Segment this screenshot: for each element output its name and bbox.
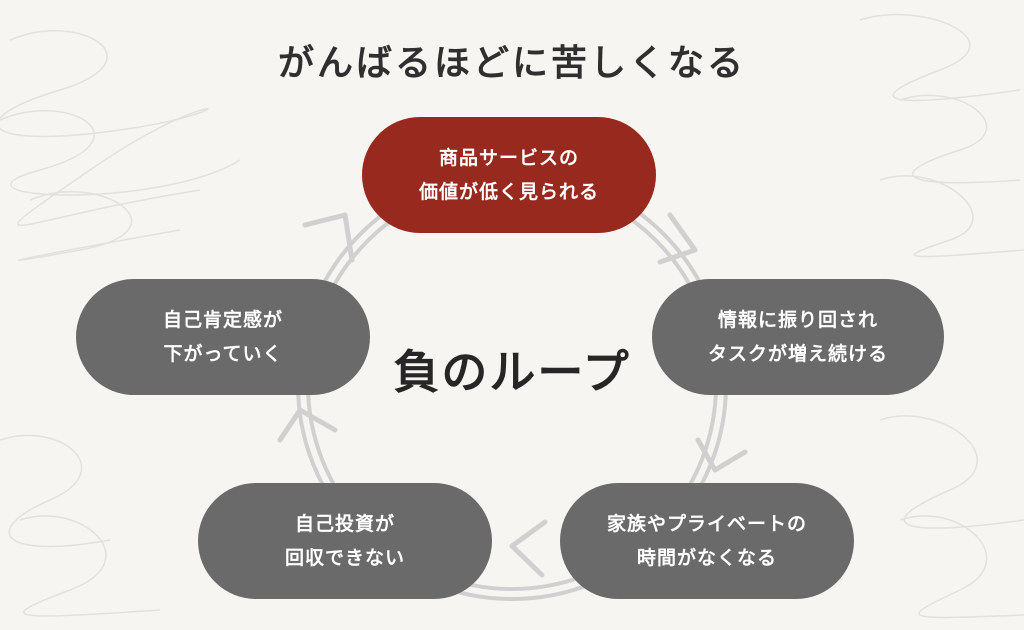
node-bottom-left: 自己投資が 回収できない	[198, 483, 492, 599]
loop-arrow-top-left	[302, 212, 355, 263]
node-right-line-2: タスクが増え続ける	[707, 343, 888, 365]
node-left-line-1: 自己肯定感が	[162, 309, 283, 331]
loop-arrow-right	[695, 437, 748, 473]
center-label: 負のループ	[393, 345, 631, 399]
node-bottom-left-line-2: 回収できない	[284, 547, 405, 569]
node-right-line-1: 情報に振り回され	[717, 309, 878, 331]
loop-arrow-bottom	[509, 519, 548, 578]
node-bottom-right-line-1: 家族やプライベートの	[606, 513, 807, 535]
node-left-line-2: 下がっていく	[163, 343, 283, 365]
node-top: 商品サービスの 価値が低く見られる	[362, 117, 656, 233]
node-bottom-right: 家族やプライベートの 時間がなくなる	[560, 483, 854, 599]
loop-arrow-top-right	[657, 212, 698, 265]
node-top-line-2: 価値が低く見られる	[418, 181, 599, 203]
loop-arrow-left	[277, 407, 338, 443]
node-bottom-left-line-1: 自己投資が	[294, 513, 395, 535]
node-bottom-right-line-2: 時間がなくなる	[636, 547, 777, 569]
node-left: 自己肯定感が 下がっていく	[76, 279, 370, 395]
node-right: 情報に振り回され タスクが増え続ける	[652, 279, 944, 395]
node-top-line-1: 商品サービスの	[438, 147, 579, 169]
diagram-title: がんばるほどに苦しくなる	[277, 42, 746, 84]
